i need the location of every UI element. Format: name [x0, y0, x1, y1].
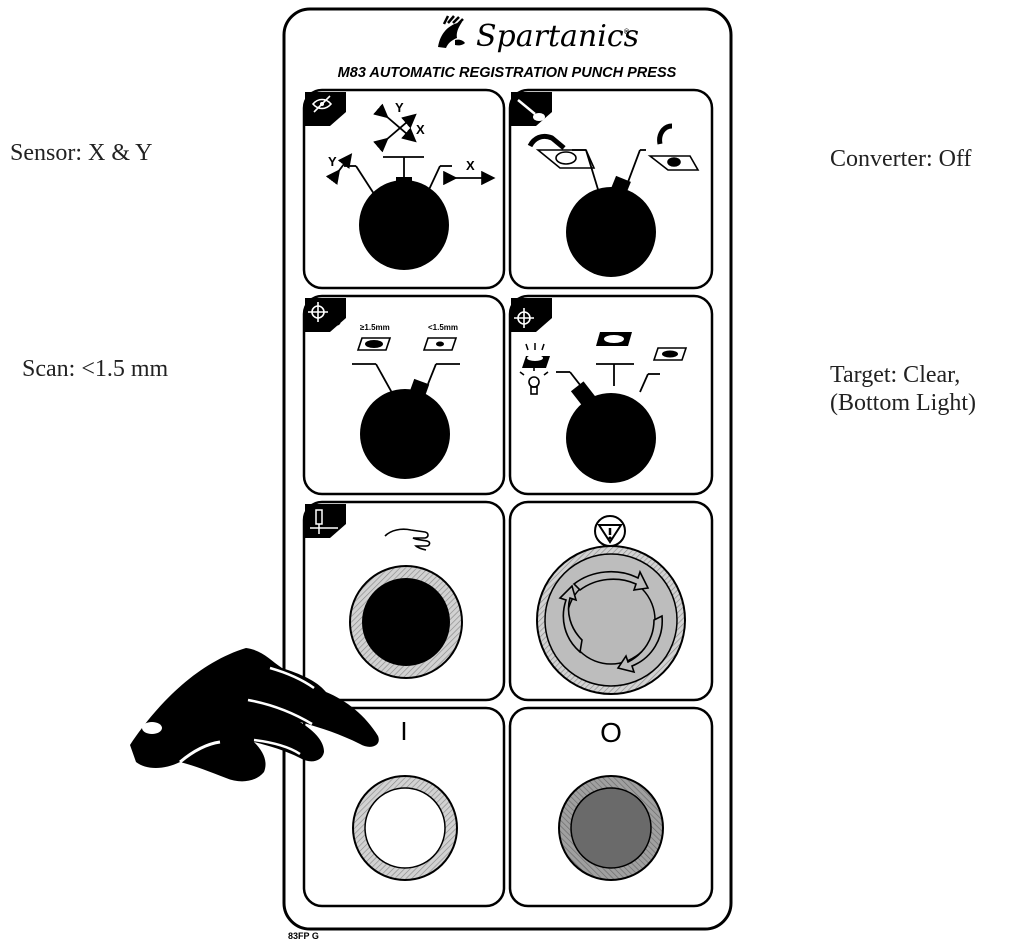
scan-large-label: ≥1.5mm	[360, 323, 390, 332]
manual-punch-button[interactable]	[349, 565, 463, 679]
brand-logo	[438, 15, 465, 48]
converter-knob[interactable]	[566, 175, 656, 277]
emergency-stop-icon	[594, 515, 626, 547]
scan-large-mark-icon	[356, 337, 392, 351]
axis-x-label: X	[466, 158, 475, 173]
target-knob[interactable]	[566, 381, 656, 483]
brand-name: Spartanics	[476, 19, 639, 54]
annotation-scan: Scan: <1.5 mm	[22, 356, 169, 382]
sensor-knob[interactable]	[359, 177, 449, 270]
sensor-axis-x-label: X	[416, 122, 425, 137]
scan-small-label: <1.5mm	[428, 323, 458, 332]
scan-small-mark-icon	[422, 337, 458, 351]
target-dark-mark-icon	[652, 347, 688, 361]
axis-xy-icon	[373, 103, 417, 153]
sensor-eye-icon	[305, 92, 346, 126]
start-button[interactable]	[352, 775, 458, 881]
target-bottom-light-icon	[519, 367, 549, 395]
target-type-icon	[511, 298, 552, 332]
converter-up-icon	[647, 123, 700, 171]
twist-release-arrows-icon	[558, 569, 663, 674]
converter-position-marks	[572, 149, 646, 197]
hand-press-icon	[384, 528, 431, 551]
converter-down-icon	[527, 133, 596, 169]
annotation-target-line1: Target: Clear,	[830, 362, 961, 388]
converter-icon	[511, 92, 552, 126]
annotation-converter: Converter: Off	[830, 146, 972, 172]
target-clear-mark-icon	[596, 332, 632, 346]
target-top-light-icon	[522, 343, 550, 368]
trademark: ®	[624, 28, 630, 36]
stop-button[interactable]	[558, 775, 664, 881]
stop-symbol: O	[600, 717, 622, 748]
axis-y-icon	[325, 153, 353, 185]
annotation-target-line2: (Bottom Light)	[830, 390, 976, 416]
scan-knob[interactable]	[360, 378, 450, 479]
manual-punch-icon	[305, 504, 346, 538]
model-title: M83 AUTOMATIC REGISTRATION PUNCH PRESS	[338, 65, 677, 81]
footer-code: 83FP G	[288, 931, 319, 941]
sensor-axis-y-label: Y	[395, 100, 404, 115]
emergency-stop-button[interactable]	[536, 545, 686, 695]
pointing-hand-icon	[130, 648, 379, 782]
start-symbol: I	[400, 716, 407, 746]
annotation-sensor: Sensor: X & Y	[10, 140, 153, 166]
scan-target-icon	[305, 298, 346, 332]
axis-y-label: Y	[328, 154, 337, 169]
